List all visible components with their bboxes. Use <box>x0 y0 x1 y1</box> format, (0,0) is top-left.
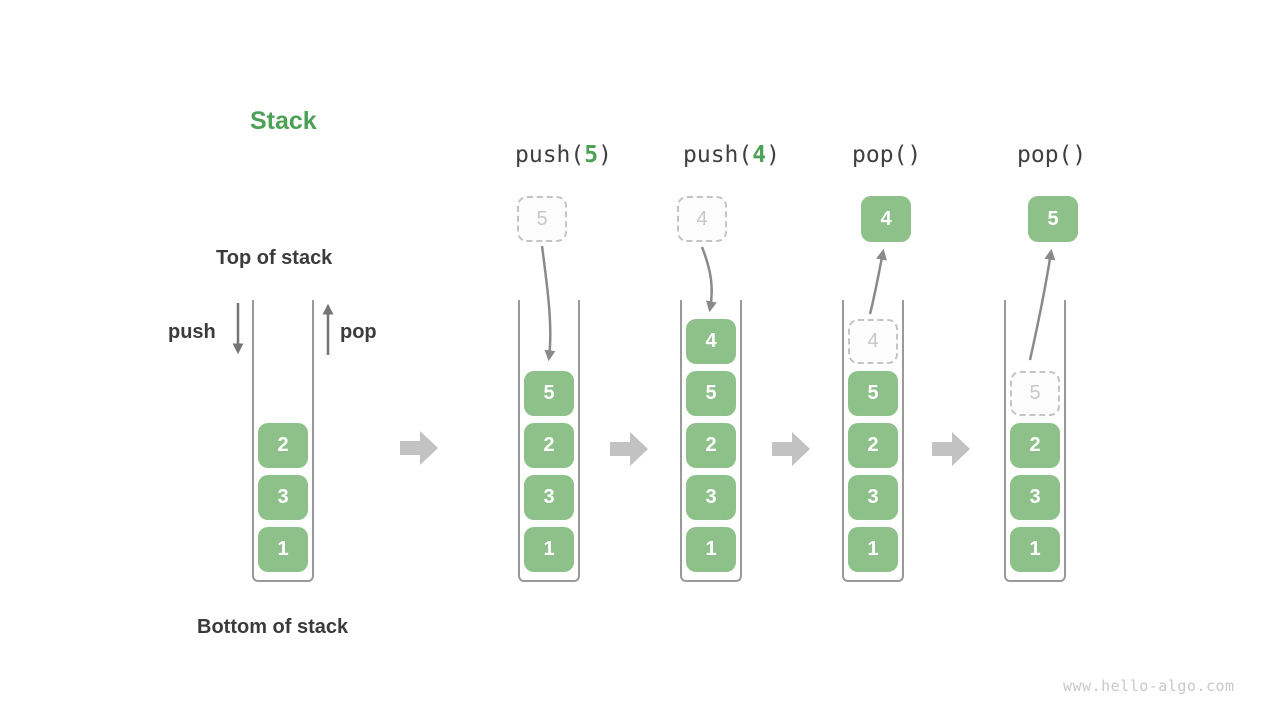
stack-cell: 3 <box>686 475 736 520</box>
operation-label-pop2: pop() <box>1017 142 1086 168</box>
op-text: ) <box>598 142 612 168</box>
stack-cell: 5 <box>524 371 574 416</box>
staged-value-box: 4 <box>677 196 727 242</box>
transition-arrow-icon <box>932 432 970 466</box>
stack-cell: 1 <box>1010 527 1060 572</box>
stack-container-pop2: 5 2 3 1 <box>1004 300 1066 582</box>
op-text: push( <box>683 142 753 168</box>
op-text: pop() <box>852 142 922 168</box>
stack-cell: 3 <box>258 475 308 520</box>
op-text: pop() <box>1017 142 1087 168</box>
staged-value-box: 5 <box>517 196 567 242</box>
stack-cell: 1 <box>686 527 736 572</box>
stack-cell-ghost: 5 <box>1010 371 1060 416</box>
stack-cell: 2 <box>1010 423 1060 468</box>
pop-label: pop <box>340 321 377 343</box>
stack-container-push4: 4 5 2 3 1 <box>680 300 742 582</box>
stack-cell: 5 <box>686 371 736 416</box>
transition-arrow-icon <box>610 432 648 466</box>
stack-cell: 1 <box>258 527 308 572</box>
stack-cell: 5 <box>848 371 898 416</box>
watermark: www.hello-algo.com <box>1063 677 1235 695</box>
stack-cell: 2 <box>524 423 574 468</box>
transition-arrow-icon <box>400 431 438 465</box>
stack-cell: 2 <box>848 423 898 468</box>
popped-value-box: 5 <box>1028 196 1078 242</box>
op-text: ) <box>766 142 780 168</box>
push-label: push <box>168 321 216 343</box>
stack-container-pop1: 4 5 2 3 1 <box>842 300 904 582</box>
transition-arrow-icon <box>772 432 810 466</box>
stack-cell-ghost: 4 <box>848 319 898 364</box>
operation-label-pop1: pop() <box>852 142 921 168</box>
stack-container-push5: 5 2 3 1 <box>518 300 580 582</box>
bottom-of-stack-label: Bottom of stack <box>197 616 349 638</box>
operation-label-push4: push(4) <box>683 142 780 168</box>
stack-cell: 4 <box>686 319 736 364</box>
popped-value-box: 4 <box>861 196 911 242</box>
operation-label-push5: push(5) <box>515 142 612 168</box>
top-of-stack-label: Top of stack <box>216 247 333 269</box>
diagram-title: Stack <box>250 107 317 135</box>
stack-cell: 1 <box>524 527 574 572</box>
stack-cell: 3 <box>1010 475 1060 520</box>
stack-cell: 2 <box>686 423 736 468</box>
stack-cell: 2 <box>258 423 308 468</box>
op-text: push( <box>515 142 585 168</box>
op-arg: 4 <box>752 142 767 168</box>
stack-cell: 3 <box>524 475 574 520</box>
stack-cell: 1 <box>848 527 898 572</box>
stack-container-initial: 2 3 1 <box>252 300 314 582</box>
stack-cell: 3 <box>848 475 898 520</box>
op-arg: 5 <box>584 142 599 168</box>
